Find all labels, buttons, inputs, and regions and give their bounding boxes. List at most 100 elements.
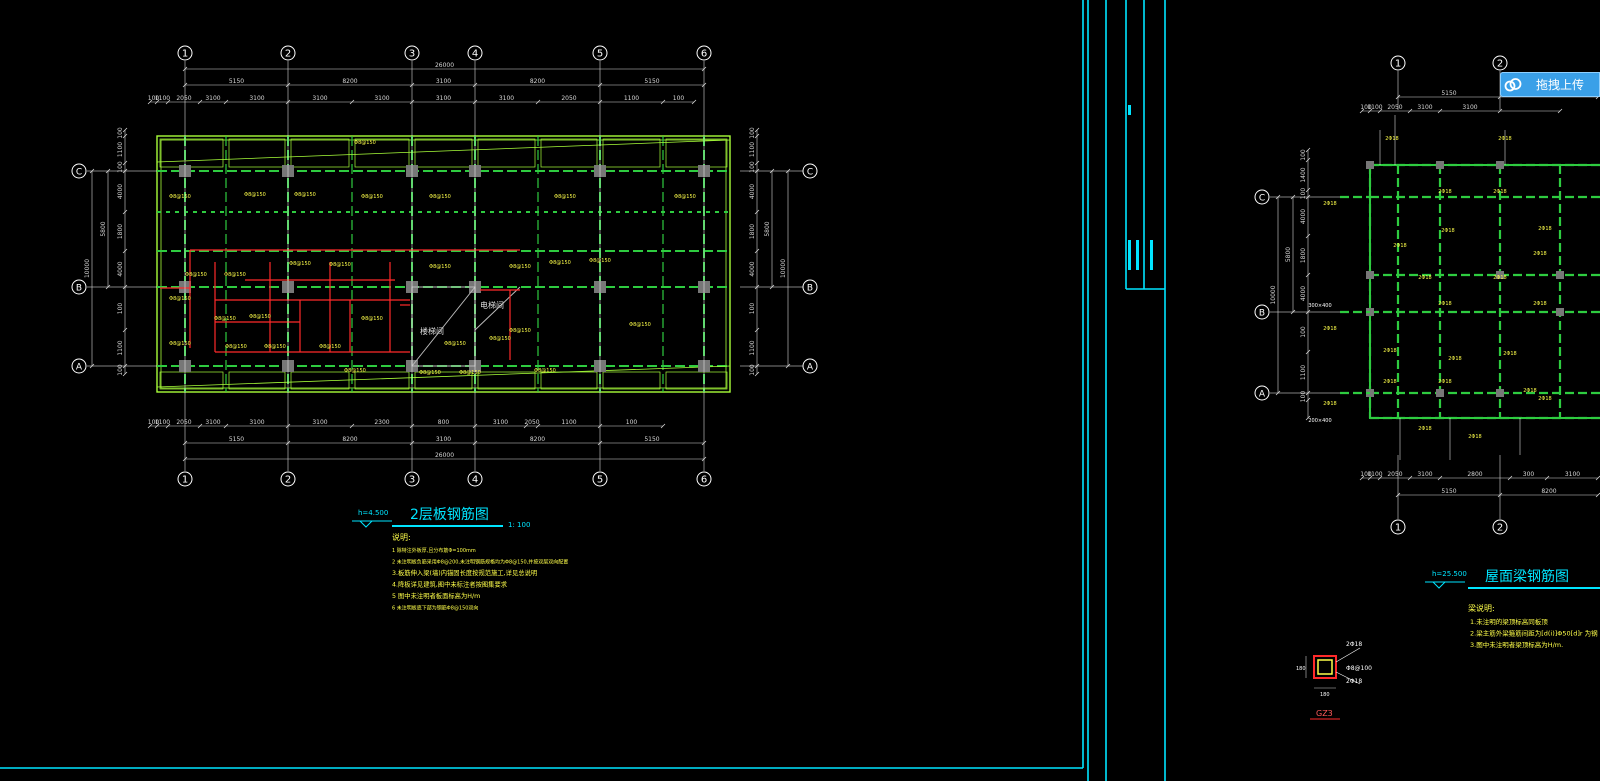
rebar-tag: Φ8@150	[319, 344, 341, 350]
dim-detail-bottom: 2800	[1467, 471, 1482, 478]
note-line: 1.未注明的梁顶标高同板顶	[1470, 617, 1548, 626]
dim-span-bottom: 8200	[530, 436, 545, 443]
axis-label: C	[807, 168, 813, 178]
dim-detail-top: 3100	[436, 95, 451, 102]
drag-upload-button[interactable]: 拖拽上传	[1500, 72, 1600, 97]
dim-span-top: 8200	[530, 78, 545, 85]
dim-detail-bottom: 2050	[1387, 471, 1402, 478]
dim-side: 1800	[1300, 248, 1307, 263]
dim-tick	[1305, 194, 1311, 200]
dim-detail-top: 2050	[561, 95, 576, 102]
dim-side-right: 100	[749, 161, 756, 173]
axis-bubble	[1390, 55, 1406, 71]
beam-tag: 2Φ18	[1468, 434, 1481, 440]
rebar-tag: Φ8@150	[329, 262, 351, 268]
beam-tag: 2Φ18	[1503, 351, 1516, 357]
dim-side: 4000	[1300, 286, 1307, 301]
dim-tick	[1497, 108, 1503, 114]
dim-tick	[165, 99, 171, 105]
dim-side: 100	[1300, 391, 1307, 403]
axis-bubble	[592, 471, 608, 487]
dim-side-left: 4000	[117, 261, 124, 276]
note-line: 6 未注明板底下部为钢筋Φ8@150双向	[392, 605, 478, 612]
dim-tick	[105, 168, 111, 174]
cantilever-panel	[290, 138, 350, 168]
dim-tick	[1395, 94, 1401, 100]
axis-bubble	[1254, 385, 1270, 401]
dim-side-left: 100	[117, 364, 124, 376]
beam-tag: 2Φ18	[1385, 136, 1398, 142]
beam-tag: 2Φ18	[1493, 189, 1506, 195]
cantilever-panel	[602, 371, 661, 390]
dim-detail-top: 2050	[1387, 104, 1402, 111]
rebar-tag: Φ8@150	[419, 370, 441, 376]
axis-bubble	[71, 163, 87, 179]
axis-bubble	[404, 45, 420, 61]
rebar-tag: Φ8@150	[294, 192, 316, 198]
dim-side-right: 4000	[749, 184, 756, 199]
dim-tick	[409, 423, 415, 429]
dim-span-bottom: 5150	[1441, 488, 1456, 495]
column-section-detail: 2Φ18 Φ8@100 2Φ18 180 180 GZ3	[1296, 641, 1372, 720]
dim-tick	[1305, 157, 1311, 163]
room-label-elevator: 电梯间	[480, 300, 504, 310]
dim-tick	[1377, 475, 1383, 481]
cantilever-panel	[354, 138, 410, 168]
axis-label: B	[76, 284, 82, 294]
dim-tick	[154, 423, 160, 429]
dim-detail-top: 1100	[624, 95, 639, 102]
rebar-tag: Φ8@150	[249, 314, 271, 320]
beam-size-tag: 300×400	[1308, 303, 1331, 309]
room-label-stair: 楼梯间	[420, 326, 444, 336]
axis-label: A	[807, 363, 814, 373]
axis-bubble	[1492, 55, 1508, 71]
drawing-frame	[0, 0, 1166, 781]
dim-detail-bottom: 3100	[249, 419, 264, 426]
dim-tick	[1275, 194, 1281, 200]
dim-detail-bottom: 3100	[205, 419, 220, 426]
dim-tick	[1305, 187, 1311, 193]
cantilever-panel	[228, 138, 286, 168]
dim-tick	[165, 423, 171, 429]
left-plan-scale: 1: 100	[508, 521, 530, 529]
rebar-tag: Φ8@150	[429, 264, 451, 270]
dim-tick	[1437, 475, 1443, 481]
beam-tag: 2Φ18	[1418, 426, 1431, 432]
dim-tick	[785, 168, 791, 174]
dim-detail-top: 3100	[205, 95, 220, 102]
dim-detail-top: 3100	[249, 95, 264, 102]
beam-tag: 2Φ18	[1393, 243, 1406, 249]
dim-tick	[223, 99, 229, 105]
dim-tick	[1359, 475, 1365, 481]
rebar-tag: Φ8@150	[509, 264, 531, 270]
rebar-tag: Φ8@150	[361, 194, 383, 200]
note-line: 3.板筋伸入梁(墙)内锚固长度按规范施工,详见总说明	[392, 568, 537, 577]
dim-tick	[122, 327, 128, 333]
dim-detail-bottom: 3100	[493, 419, 508, 426]
axis-bubble	[71, 358, 87, 374]
rebar-tag: Φ8@150	[554, 194, 576, 200]
dim-tick	[1497, 492, 1503, 498]
dim-detail-bottom: 1100	[155, 419, 170, 426]
dim-detail-bottom: 1100	[561, 419, 576, 426]
dim-tick	[785, 363, 791, 369]
section-dim-v: 180	[1296, 666, 1306, 672]
dim-tick	[197, 423, 203, 429]
dim-detail-bottom: 3100	[1565, 471, 1580, 478]
dim-side-left: 1800	[117, 224, 124, 239]
dim-detail-bottom: 3100	[312, 419, 327, 426]
dim-span-top: 3100	[436, 78, 451, 85]
axis-label: 2	[285, 475, 291, 486]
rebar-tag: Φ8@150	[444, 341, 466, 347]
axis-label: 1	[1395, 59, 1401, 70]
dim-tick	[122, 284, 128, 290]
dim-tick	[1395, 492, 1401, 498]
dim-total-bottom: 26000	[435, 452, 454, 459]
dim-tick	[754, 127, 760, 133]
dim-detail-bottom: 1100	[1367, 471, 1382, 478]
axis-label: 4	[472, 475, 478, 486]
dim-tick	[285, 99, 291, 105]
right-notes-title: 梁说明:	[1468, 603, 1495, 613]
